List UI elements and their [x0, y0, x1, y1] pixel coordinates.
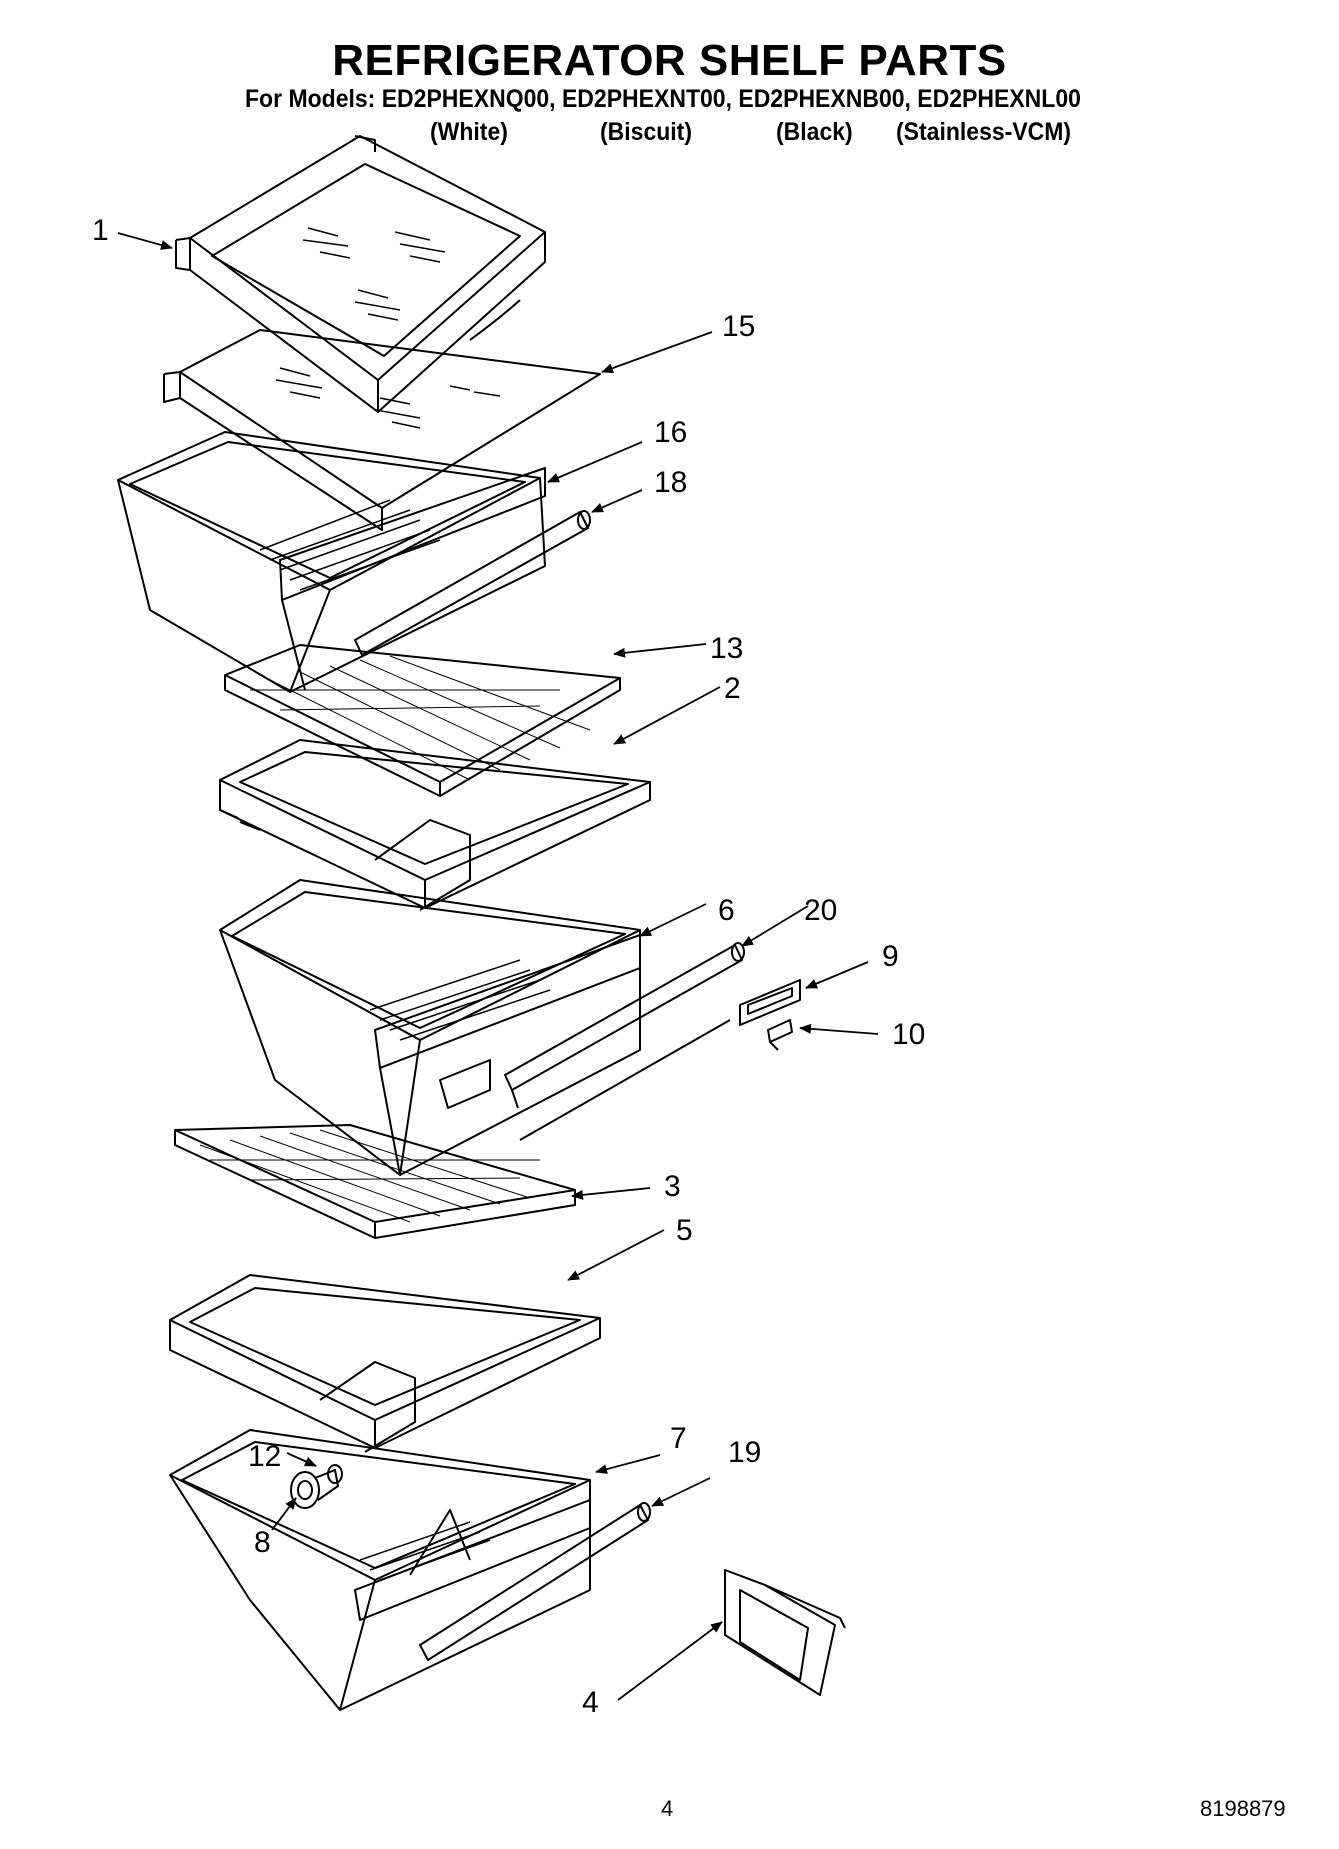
part-15-glass-shelf	[163, 329, 601, 531]
variant-black: (Black)	[776, 118, 853, 146]
callout-5: 5	[676, 1214, 693, 1247]
callout-8: 8	[254, 1526, 271, 1559]
part-9-slide-control	[739, 979, 801, 1026]
part-12-humidity-knob	[290, 1469, 339, 1509]
callout-3: 3	[664, 1170, 681, 1203]
callout-9: 9	[882, 940, 899, 973]
variant-stainless: (Stainless-VCM)	[896, 118, 1072, 146]
callout-labels: 1 15 16 18 13 2 6 20 9 10 3 5 12 7 19 8 …	[92, 214, 925, 1719]
callout-18: 18	[654, 466, 687, 499]
models-line: For Models: ED2PHEXNQ00, ED2PHEXNT00, ED…	[245, 85, 1081, 113]
callout-6: 6	[718, 894, 735, 927]
part-5-cover-frame	[169, 1274, 601, 1453]
page-number: 4	[661, 1796, 674, 1821]
callout-13: 13	[710, 632, 743, 665]
part-3-shelf-insert	[174, 1124, 576, 1239]
leader-arrows	[117, 232, 879, 1701]
callout-4: 4	[582, 1686, 599, 1719]
callout-7: 7	[670, 1422, 687, 1455]
callout-16: 16	[654, 416, 687, 449]
variant-white: (White)	[430, 118, 508, 146]
part-10-slide-control	[767, 1019, 793, 1051]
document-number: 8198879	[1200, 1796, 1286, 1821]
part-7-crisper-drawer	[169, 1429, 591, 1711]
part-2-cover-frame	[219, 739, 651, 911]
part-6-crisper-drawer	[219, 879, 641, 1176]
leader-line	[519, 1019, 731, 1141]
callout-1: 1	[92, 214, 109, 247]
page-title: REFRIGERATOR SHELF PARTS	[332, 36, 1007, 85]
part-19-drawer-handle	[419, 1502, 651, 1661]
part-8-shaft	[327, 1464, 343, 1484]
part-4-label-badge	[724, 1569, 846, 1696]
part-20-drawer-handle	[504, 942, 745, 1109]
callout-10: 10	[892, 1018, 925, 1051]
part-18-drawer-handle	[354, 510, 591, 656]
callout-12: 12	[248, 1440, 281, 1473]
callout-15: 15	[722, 310, 755, 343]
part-16-crisper-drawer	[117, 431, 546, 693]
variant-biscuit: (Biscuit)	[600, 118, 692, 146]
part-13-shelf-insert	[224, 644, 621, 797]
callout-19: 19	[728, 1436, 761, 1469]
callout-2: 2	[724, 672, 741, 705]
callout-20: 20	[804, 894, 837, 927]
part-1-glass-shelf	[175, 135, 546, 413]
